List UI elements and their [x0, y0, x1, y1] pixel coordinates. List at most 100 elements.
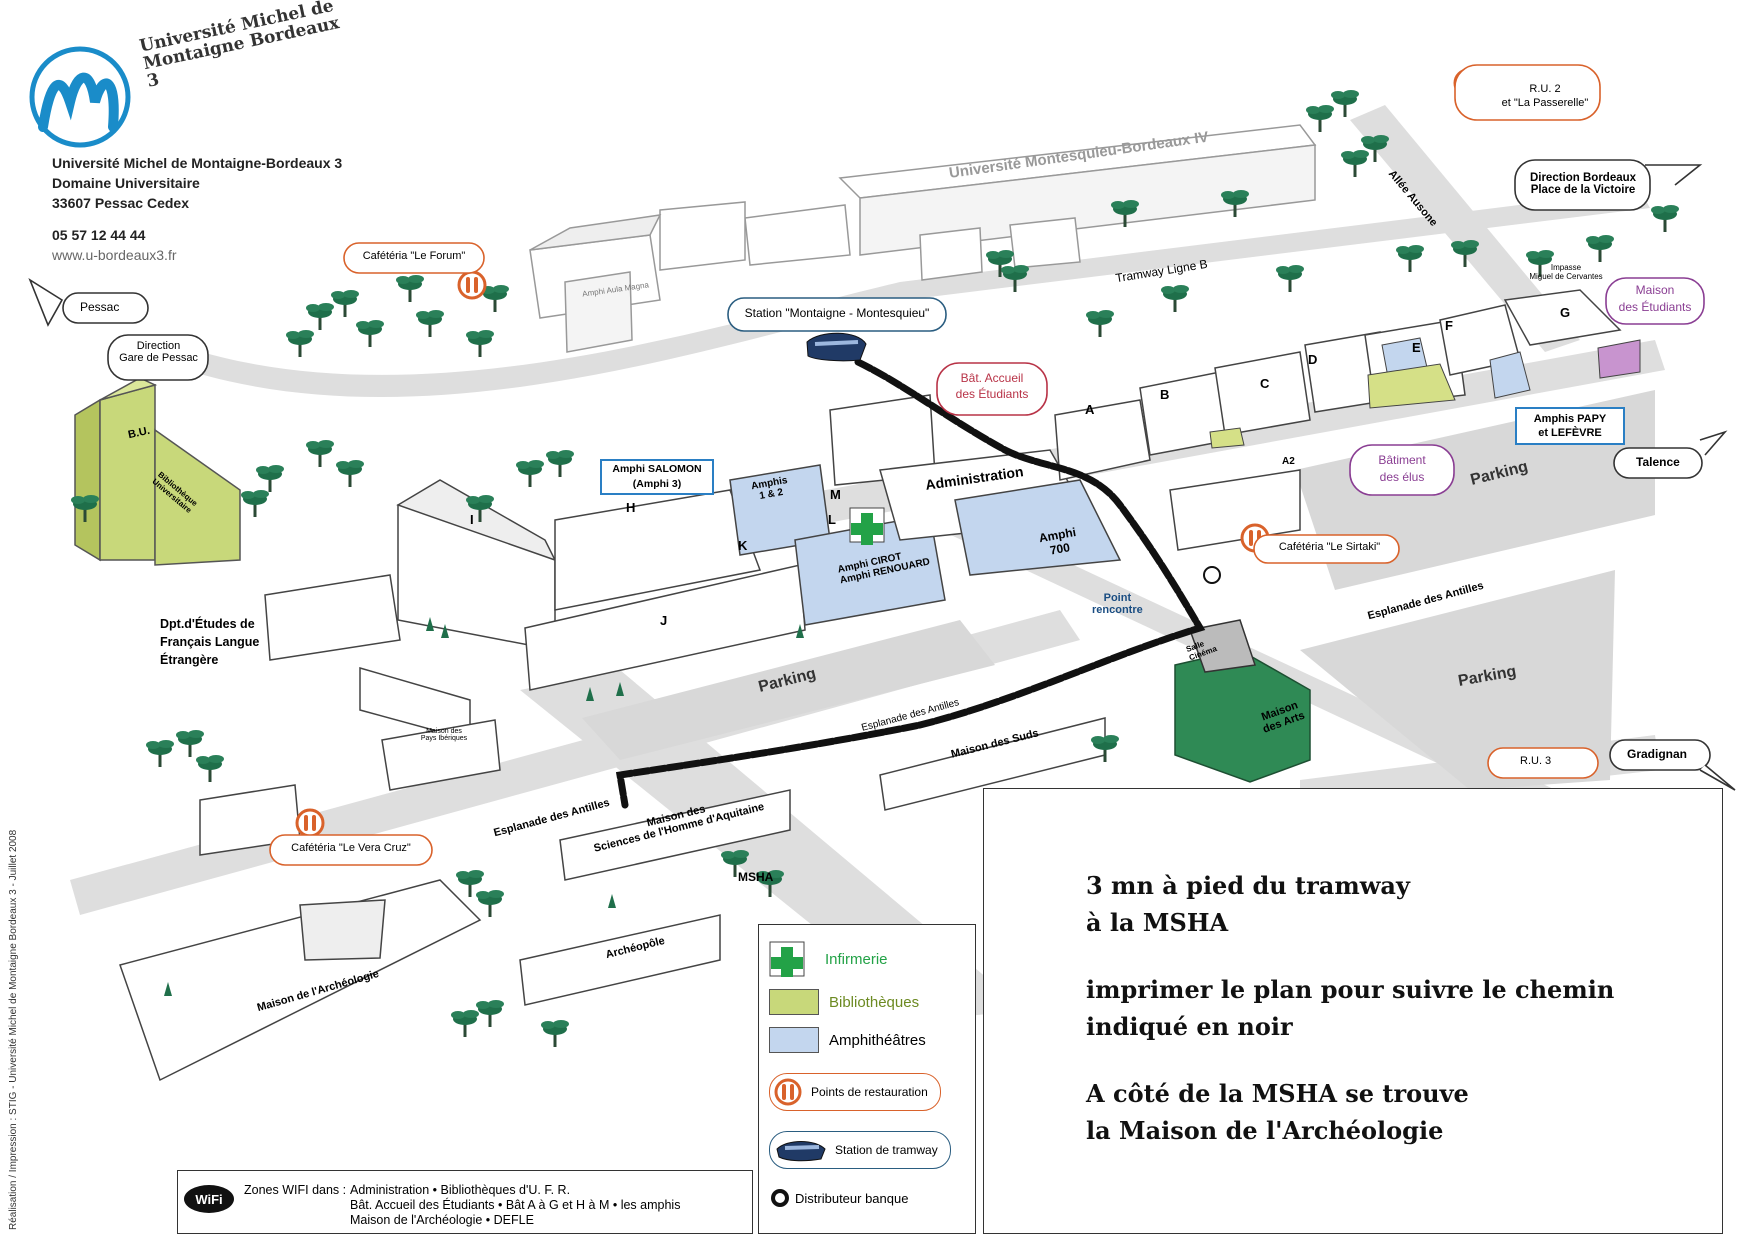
central-buildings [396, 394, 1122, 691]
ru2-line1: R.U. 2 [1529, 83, 1561, 95]
amphi-swatch [769, 1027, 819, 1053]
food-icon [774, 1078, 802, 1106]
cross-icon [769, 941, 805, 977]
building-letter-k: K [738, 538, 748, 553]
tram-icon [806, 332, 867, 362]
info-line6: la Maison de l'Archéologie [1086, 1116, 1444, 1145]
ru2-line2: et "La Passerelle" [1501, 97, 1589, 109]
papy-line2: et LEFÈVRE [1538, 427, 1602, 439]
building-letter-a2: A2 [1282, 456, 1295, 467]
impasse-line1: Impasse [1550, 263, 1582, 272]
vertical-credit: Réalisation / Impression : STIG - Univer… [8, 829, 19, 1230]
gare-line1: Direction [136, 340, 181, 352]
point-line1: Point [1103, 592, 1132, 604]
building-letter-f: F [1445, 318, 1453, 333]
accueil-line1: Bât. Accueil [960, 371, 1024, 385]
callout-shapes [28, 64, 1736, 866]
legend-restauration: Points de restauration [769, 1073, 941, 1111]
building-letter-j: J [660, 613, 668, 628]
impasse-label: Impasse Miguel de Cervantes [1525, 263, 1607, 281]
info-text: 3 mn à pied du tramway à la MSHA imprime… [1086, 867, 1614, 1149]
southwest-buildings [119, 574, 1106, 1082]
defle-line3: Étrangère [160, 653, 219, 667]
legend-amphitheatres: Amphithéâtres [769, 1027, 926, 1053]
maison-des-arts [1174, 619, 1311, 783]
building-letter-e: E [1412, 340, 1421, 355]
msha-label: MSHA [738, 870, 774, 884]
point-line2: rencontre [1092, 604, 1143, 616]
building-letter-m: M [830, 487, 841, 502]
wifi-line3: Maison de l'Archéologie • DEFLE [350, 1213, 534, 1227]
building-letter-l: L [828, 512, 836, 527]
address-line1: Université Michel de Montaigne-Bordeaux … [52, 155, 343, 171]
building-letter-b: B [1160, 387, 1170, 402]
address-block: Université Michel de Montaigne-Bordeaux … [52, 153, 342, 265]
wifi-zones-box: WiFi Zones WIFI dans : Administration • … [177, 1170, 753, 1234]
cafeteria-forum-label: Cafétéria "Le Forum" [362, 250, 466, 262]
legend-amphitheatres-label: Amphithéâtres [829, 1031, 926, 1049]
info-line4: indiqué en noir [1086, 1012, 1293, 1041]
legend-tramway: Station de tramway [769, 1131, 951, 1169]
tram-legend-icon [776, 1141, 826, 1162]
bordeaux-line1: Direction Bordeaux [1529, 172, 1637, 184]
maison-pays-label: Maison des Pays Ibériques [420, 728, 468, 742]
legend-restauration-label: Points de restauration [811, 1085, 928, 1099]
building-letter-d: D [1308, 352, 1318, 367]
accueil-label: Bât. Accueil des Étudiants [937, 370, 1047, 402]
legend-tramway-label: Station de tramway [835, 1143, 938, 1157]
defle-line1: Dpt.d'Études de [160, 617, 255, 631]
building-letter-h: H [626, 500, 636, 515]
infirmary-icon [849, 507, 885, 545]
cafeteria-sirtaki-label: Cafétéria "Le Sirtaki" [1278, 541, 1381, 553]
maison-etudiants-line1: Maison [1635, 283, 1675, 297]
university-logo-icon [29, 46, 131, 148]
phone: 05 57 12 44 44 [52, 227, 146, 243]
legend-infirmerie: Infirmerie [769, 941, 888, 977]
wifi-line2: Bât. Accueil des Étudiants • Bât A à G e… [350, 1198, 681, 1212]
bank-icon [1203, 566, 1221, 584]
batiment-elus-label: Bâtiment des élus [1350, 452, 1454, 486]
elus-line1: Bâtiment [1378, 453, 1426, 467]
direction-talence: Talence [1636, 455, 1680, 469]
building-letter-g: G [1560, 305, 1571, 320]
direction-gare-pessac: Direction Gare de Pessac [116, 340, 201, 364]
maison-etudiants-line2: des Étudiants [1618, 300, 1692, 314]
building-letter-c: C [1260, 376, 1270, 391]
legend-banque-label: Distributeur banque [795, 1190, 909, 1206]
station-label: Station "Montaigne - Montesquieu" [744, 306, 930, 320]
amphi-salomon-label: Amphi SALOMON (Amphi 3) [601, 462, 713, 492]
wifi-line1: Administration • Bibliothèques d'U. F. R… [350, 1183, 571, 1197]
direction-bordeaux: Direction Bordeaux Place de la Victoire [1518, 172, 1648, 196]
defle-line2: Français Langue [160, 635, 260, 649]
building-letter-a: A [1085, 402, 1095, 417]
cafeteria-vera-cruz-label: Cafétéria "Le Vera Cruz" [291, 842, 411, 854]
legend-bibliotheques: Bibliothèques [769, 989, 919, 1015]
wifi-icon: WiFi [184, 1185, 234, 1213]
point-rencontre-label: Point rencontre [1092, 592, 1143, 616]
gare-line2: Gare de Pessac [119, 352, 198, 364]
accueil-line2: des Étudiants [955, 387, 1029, 401]
bank-legend-icon [771, 1189, 789, 1207]
wifi-label: Zones WIFI dans : [244, 1183, 347, 1197]
ru3-label: R.U. 3 [1520, 755, 1552, 767]
info-box: 3 mn à pied du tramway à la MSHA imprime… [983, 788, 1723, 1234]
legend-bibliotheques-label: Bibliothèques [829, 993, 920, 1011]
address-line3: 33607 Pessac Cedex [52, 195, 189, 211]
legend: Infirmerie Bibliothèques Amphithéâtres P… [758, 924, 976, 1234]
info-line2: à la MSHA [1086, 908, 1229, 937]
bordeaux4-complex [529, 124, 1317, 353]
ru2-label: R.U. 2 et "La Passerelle" [1490, 82, 1600, 110]
amphis-papy-label: Amphis PAPY et LEFÈVRE [1516, 412, 1624, 440]
bordeaux-line2: Place de la Victoire [1530, 184, 1636, 196]
info-line5: A côté de la MSHA se trouve [1086, 1079, 1469, 1108]
legend-banque: Distributeur banque [769, 1187, 908, 1209]
bu-building [74, 377, 241, 566]
info-line3: imprimer le plan pour suivre le chemin [1086, 975, 1615, 1004]
wifi-zones: Administration • Bibliothèques d'U. F. R… [350, 1183, 680, 1228]
website-link[interactable]: www.u-bordeaux3.fr [52, 247, 177, 263]
info-line1: 3 mn à pied du tramway [1086, 871, 1410, 900]
direction-gradignan: Gradignan [1627, 747, 1688, 761]
building-letter-i: I [470, 512, 474, 527]
address-line2: Domaine Universitaire [52, 175, 200, 191]
